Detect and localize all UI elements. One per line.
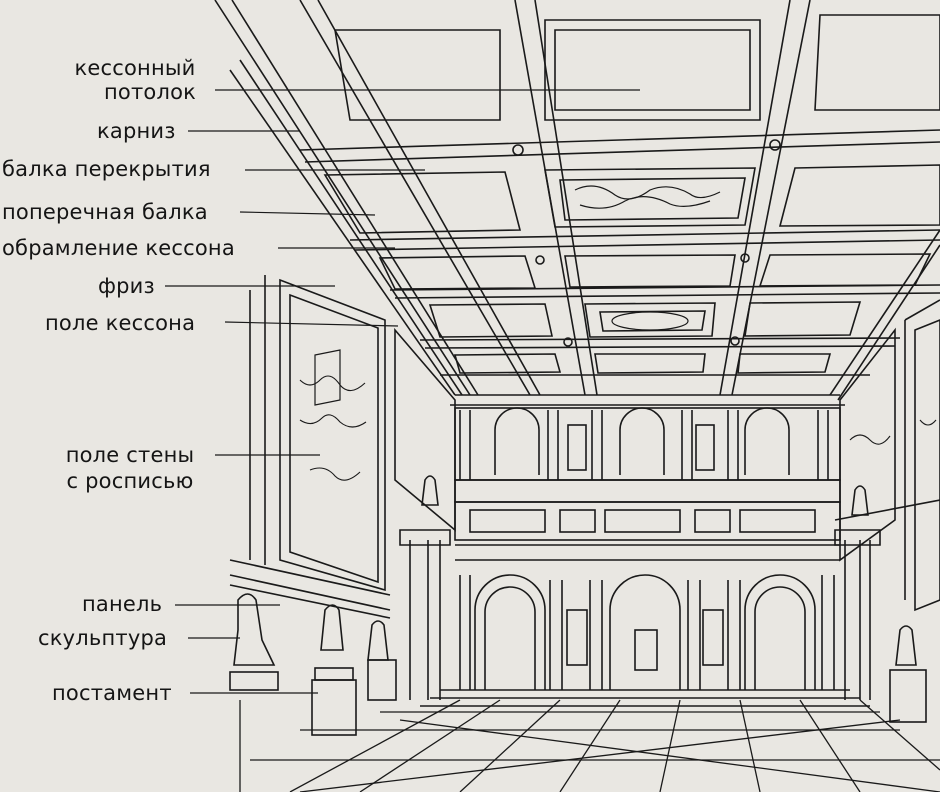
- label-wall-field-line2: с росписью: [66, 469, 194, 493]
- ceiling-structure: [214, 0, 940, 406]
- floor: [239, 699, 940, 792]
- leader-lines: [165, 89, 640, 694]
- label-coffer-frame: обрамление кессона: [2, 236, 235, 260]
- back-wall: [399, 407, 881, 707]
- sculptures: [229, 475, 927, 736]
- label-pedestal: постамент: [52, 681, 172, 705]
- left-wall: [229, 275, 456, 619]
- label-sculpture: скульптура: [38, 626, 168, 650]
- label-cornice: карниз: [97, 119, 176, 143]
- label-frieze: фриз: [98, 274, 155, 298]
- label-coffered-ceiling-line2: потолок: [103, 80, 196, 104]
- label-floor-beam: балка перекрытия: [2, 157, 211, 181]
- label-cross-beam: поперечная балка: [2, 200, 208, 224]
- label-wall-field-line1: поле стены: [65, 443, 195, 467]
- label-coffer-field: поле кессона: [45, 311, 196, 335]
- label-panel: панель: [82, 592, 163, 616]
- right-wall: [834, 299, 940, 612]
- label-coffered-ceiling-line1: кессонный: [74, 56, 196, 80]
